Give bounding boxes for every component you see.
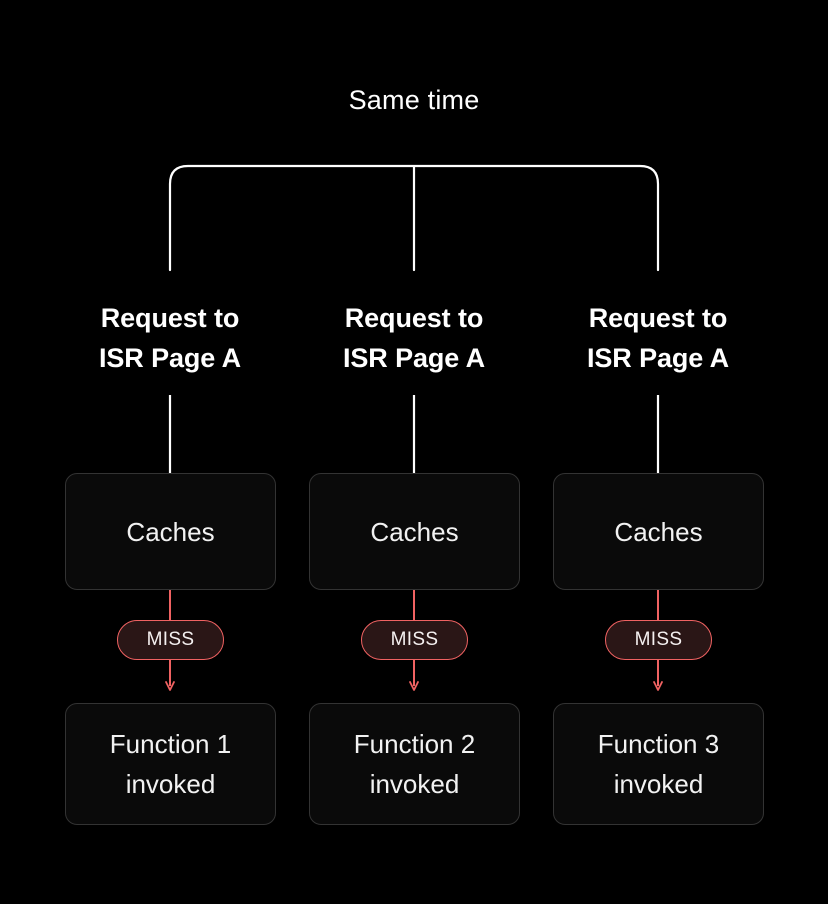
function-box-1-line2: invoked (125, 769, 216, 799)
bracket-path (168, 164, 660, 272)
status-badge-miss-3-label: MISS (634, 629, 683, 650)
diagram-title: Same time (348, 85, 480, 115)
status-badge-miss-1: MISS (117, 620, 224, 660)
column-heading-2-line2: ISR Page A (342, 343, 486, 373)
cache-label-1: Caches (126, 516, 215, 547)
cache-label-3: Caches (614, 516, 703, 547)
cache-label-2: Caches (370, 516, 459, 547)
column-heading-1-line1: Request to (100, 303, 240, 333)
function-box-1-line1: Function 1 (109, 729, 232, 759)
function-box-1-text: Function 1 invoked (110, 724, 231, 804)
column-heading-1-line2: ISR Page A (98, 343, 242, 373)
cache-box-1[interactable]: Caches (65, 473, 276, 590)
function-box-3-line2: invoked (613, 769, 704, 799)
cache-box-2[interactable]: Caches (309, 473, 520, 590)
column-heading-3: Request to ISR Page A (528, 298, 788, 378)
function-box-2-line2: invoked (369, 769, 460, 799)
column-heading-3-line1: Request to (588, 303, 728, 333)
column-heading-2-line1: Request to (344, 303, 484, 333)
function-box-2-text: Function 2 invoked (354, 724, 475, 804)
status-badge-miss-2: MISS (361, 620, 468, 660)
column-heading-3-line2: ISR Page A (586, 343, 730, 373)
function-box-2-line1: Function 2 (353, 729, 476, 759)
column-heading-1: Request to ISR Page A (40, 298, 300, 378)
cache-box-3[interactable]: Caches (553, 473, 764, 590)
function-box-2[interactable]: Function 2 invoked (309, 703, 520, 825)
function-box-3-line1: Function 3 (597, 729, 720, 759)
status-badge-miss-3: MISS (605, 620, 712, 660)
status-badge-miss-2-label: MISS (390, 629, 439, 650)
function-box-1[interactable]: Function 1 invoked (65, 703, 276, 825)
status-badge-miss-1-label: MISS (146, 629, 195, 650)
function-box-3-text: Function 3 invoked (598, 724, 719, 804)
function-box-3[interactable]: Function 3 invoked (553, 703, 764, 825)
column-heading-2: Request to ISR Page A (284, 298, 544, 378)
